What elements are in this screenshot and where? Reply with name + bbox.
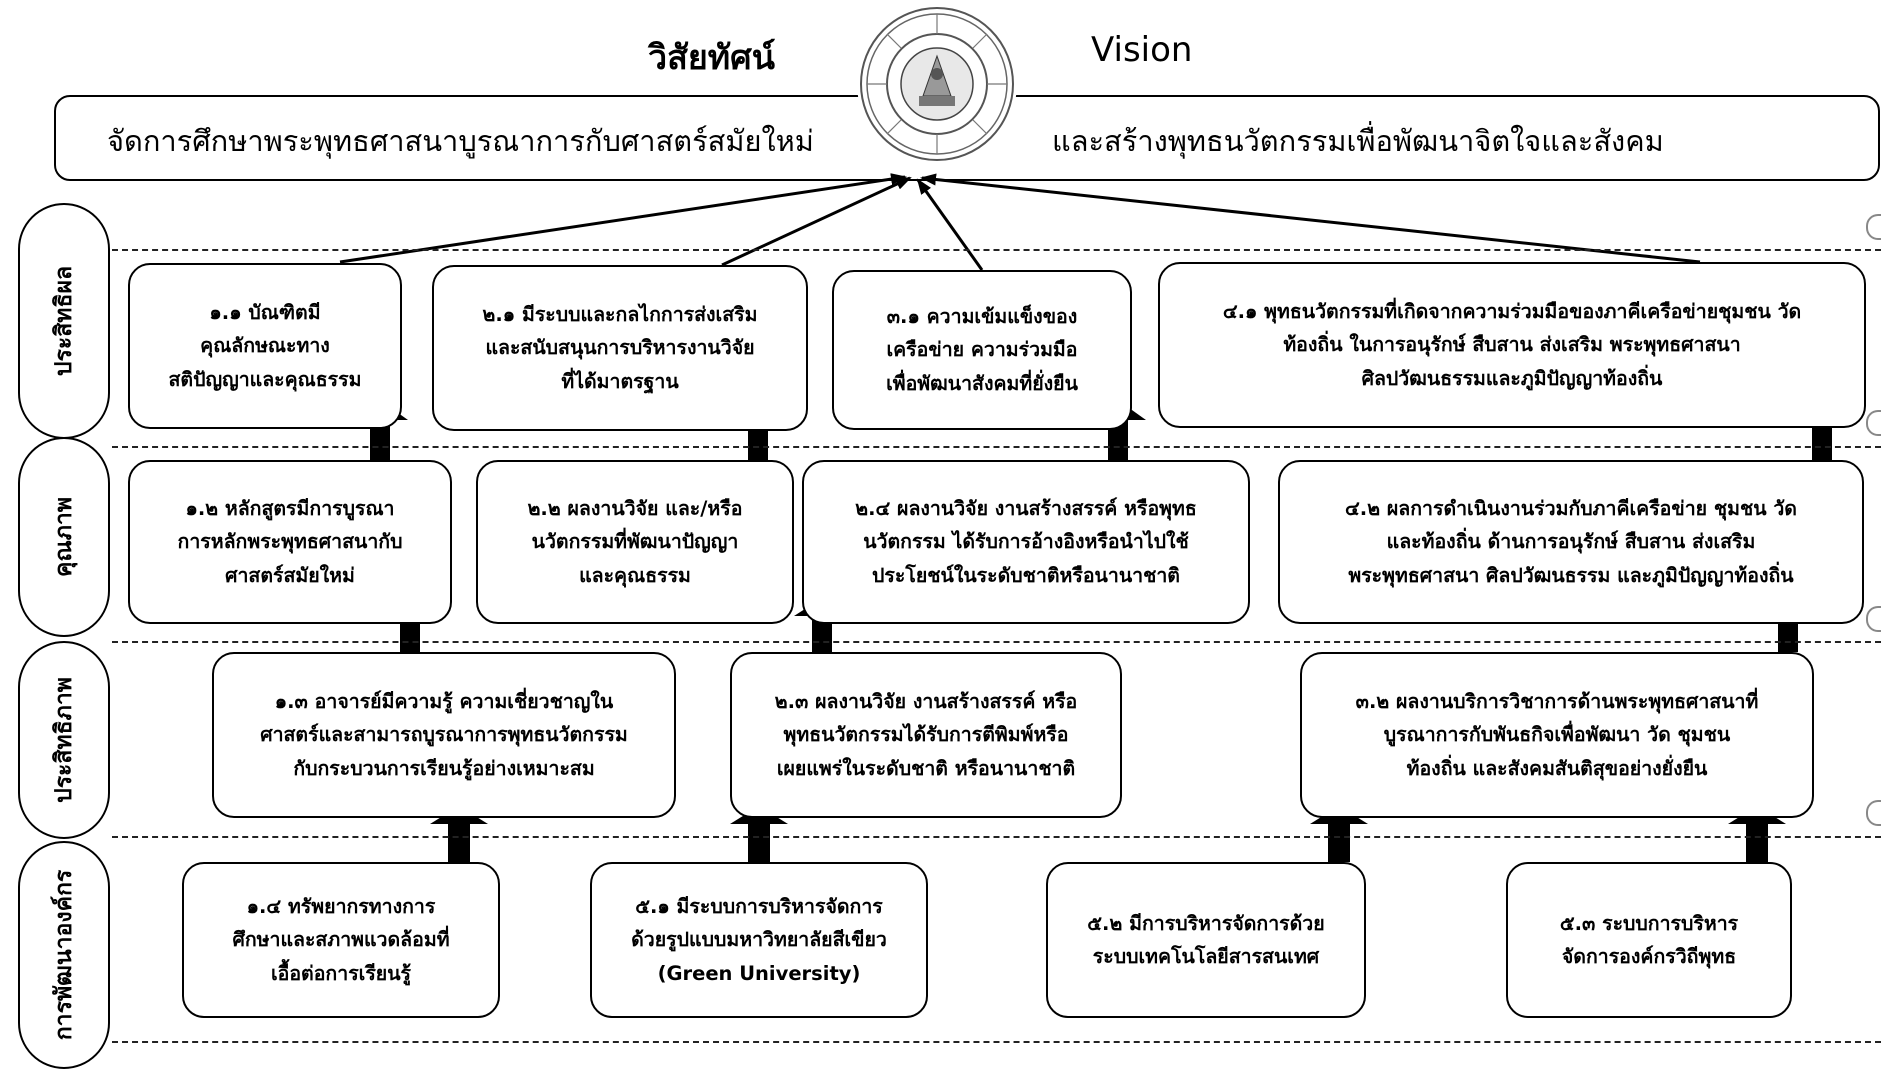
goal-box-1-4: ๑.๔ ทรัพยากรทางการ ศึกษาและสภาพแวดล้อมที… [182,862,500,1018]
row-separator [112,249,1881,251]
goal-box-1-1: ๑.๑ บัณฑิตมี คุณลักษณะทาง สติปัญญาและคุณ… [128,263,402,429]
goal-box-3-1: ๓.๑ ความเข้มแข็งของ เครือข่าย ความร่วมมื… [832,270,1132,430]
vision-title-thai: วิสัยทัศน์ [648,38,776,78]
row-edge-marker [1866,410,1881,436]
row-label-organization-development: การพัฒนาองค์กร [18,841,110,1069]
arrow-3-1-to-vision [916,178,984,271]
vision-statement-right: และสร้างพุทธนวัตกรรมเพื่อพัฒนาจิตใจและสั… [1052,124,1664,158]
goal-box-2-2: ๒.๒ ผลงานวิจัย และ/หรือ นวัตกรรมที่พัฒนา… [476,460,794,624]
row-label-efficiency: ประสิทธิภาพ [18,641,110,839]
goal-box-1-3: ๑.๓ อาจารย์มีความรู้ ความเชี่ยวชาญใน ศาส… [212,652,676,818]
row-label-quality: คุณภาพ [18,437,110,637]
vision-title-english: Vision [1091,30,1193,70]
arrow-1-1-to-vision [339,173,907,264]
goal-box-1-2: ๑.๒ หลักสูตรมีการบูรณา การหลักพระพุทธศาส… [128,460,452,624]
vision-statement-left: จัดการศึกษาพระพุทธศาสนาบูรณาการกับศาสตร์… [107,124,814,158]
row-label-text: ประสิทธิผล [51,265,77,377]
goal-box-5-1: ๕.๑ มีระบบการบริหารจัดการ ด้วยรูปแบบมหาว… [590,862,928,1018]
row-label-effectiveness: ประสิทธิผล [18,203,110,439]
row-edge-marker [1866,214,1881,240]
row-label-text: ประสิทธิภาพ [51,677,77,803]
row-label-text: คุณภาพ [51,497,77,577]
row-edge-marker [1866,606,1881,632]
row-separator [112,641,1881,643]
goal-box-2-3: ๒.๓ ผลงานวิจัย งานสร้างสรรค์ หรือ พุทธนว… [730,652,1122,818]
row-separator [112,446,1881,448]
university-seal-icon [857,4,1017,164]
row-label-text: การพัฒนาองค์กร [51,869,78,1041]
goal-box-2-4: ๒.๔ ผลงานวิจัย งานสร้างสรรค์ หรือพุทธ นว… [802,460,1250,624]
row-edge-marker [1866,800,1881,826]
goal-box-4-1: ๔.๑ พุทธนวัตกรรมที่เกิดจากความร่วมมือของ… [1158,262,1866,428]
row-separator [112,836,1881,838]
goal-box-5-3: ๕.๓ ระบบการบริหาร จัดการองค์กรวิถีพุทธ [1506,862,1792,1018]
goal-box-5-2: ๕.๒ มีการบริหารจัดการด้วย ระบบเทคโนโลยีส… [1046,862,1366,1018]
arrow-4-1-to-vision [920,173,1701,264]
goal-box-2-1: ๒.๑ มีระบบและกลไกการส่งเสริม และสนับสนุน… [432,265,808,431]
goal-box-3-2: ๓.๒ ผลงานบริการวิชาการด้านพระพุทธศาสนาที… [1300,652,1814,818]
goal-box-4-2: ๔.๒ ผลการดำเนินงานร่วมกับภาคีเครือข่าย ช… [1278,460,1864,624]
row-separator [112,1041,1881,1043]
